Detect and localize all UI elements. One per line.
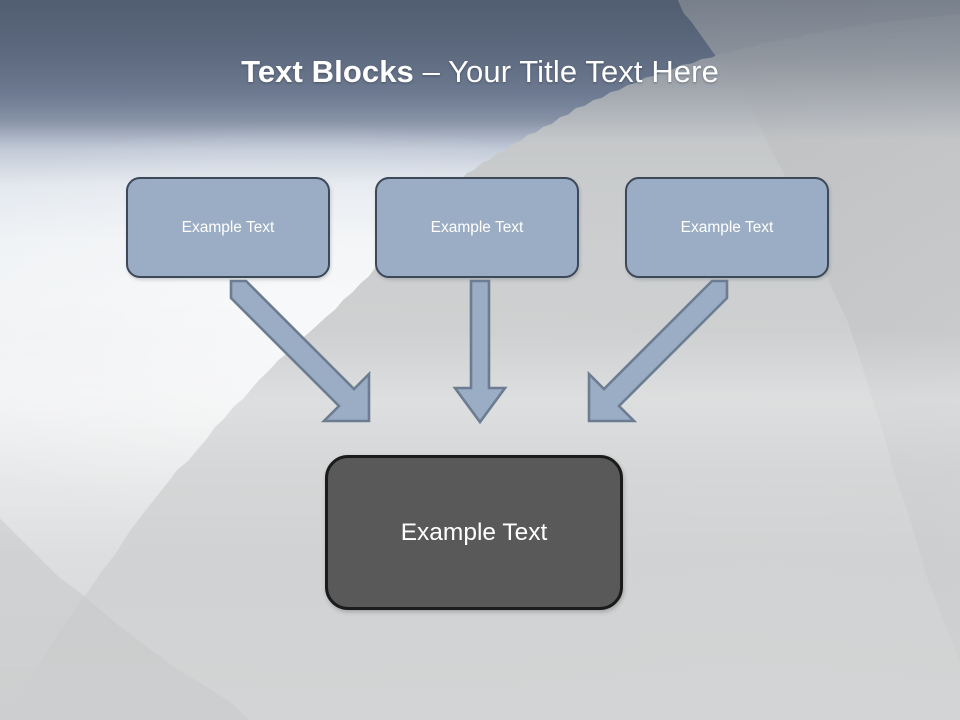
arrow-down-right-icon	[229, 279, 371, 423]
text-block-3[interactable]: Example Text	[625, 177, 829, 278]
page-title-light: – Your Title Text Here	[413, 54, 719, 89]
text-block-result-label: Example Text	[400, 518, 548, 546]
text-block-1-label: Example Text	[181, 218, 275, 236]
text-block-2[interactable]: Example Text	[375, 177, 579, 278]
text-block-3-label: Example Text	[680, 218, 774, 236]
arrow-down-left-icon	[587, 279, 729, 423]
text-block-1[interactable]: Example Text	[126, 177, 330, 278]
text-block-2-label: Example Text	[430, 218, 524, 236]
page-title-bold: Text Blocks	[241, 54, 414, 89]
text-block-result[interactable]: Example Text	[325, 455, 623, 610]
page-title: Text Blocks – Your Title Text Here	[0, 52, 960, 92]
arrow-down-icon	[452, 279, 508, 425]
